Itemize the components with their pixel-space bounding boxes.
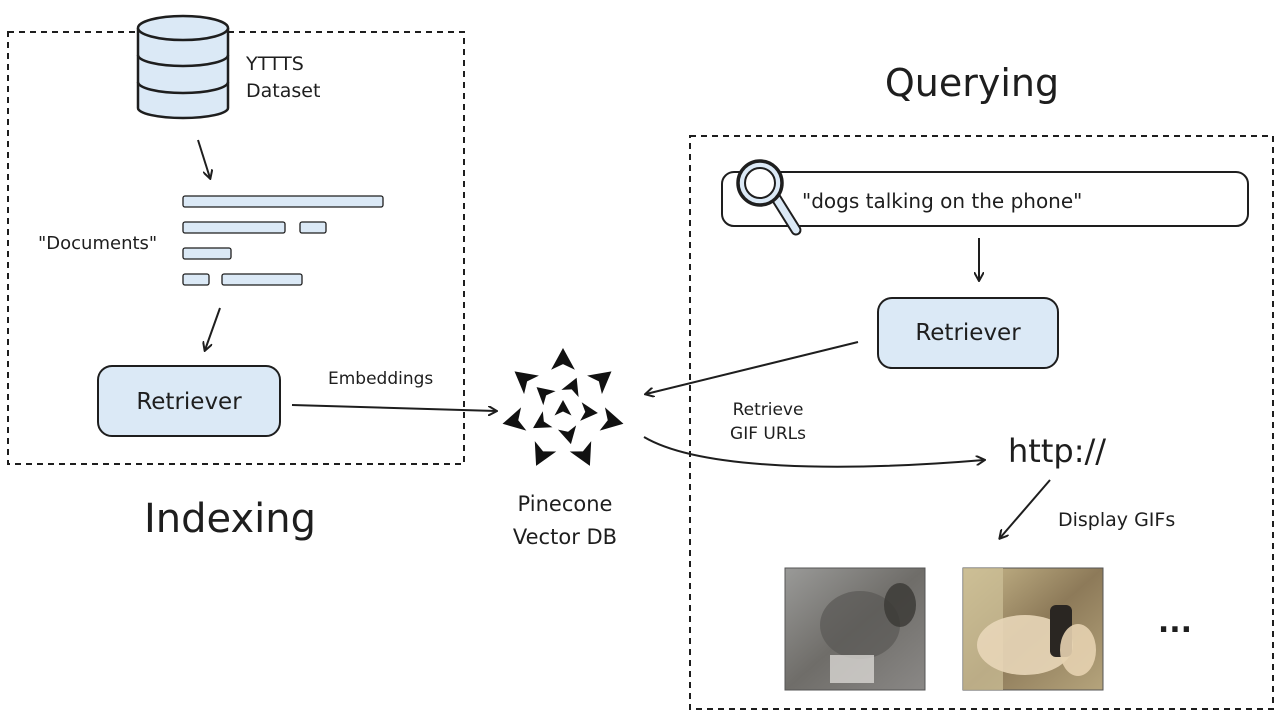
pinecone-logo-icon [502,348,624,466]
display-gifs-label: Display GIFs [1058,509,1175,531]
embeddings-label: Embeddings [328,369,433,389]
magnifier-icon [736,159,802,236]
http-label: http:// [1008,432,1106,470]
arrow-dataset-to-documents [197,139,210,178]
dataset-label-line1: YTTTS [245,53,304,75]
indexing-title: Indexing [144,496,316,542]
documents-label: "Documents" [38,233,157,254]
retrieve-label-line1: Retrieve [733,400,804,420]
retrieve-label-line2: GIF URLs [730,424,806,444]
gif-thumbnail-2[interactable] [962,567,1104,691]
querying-retriever-label: Retriever [915,320,1021,346]
indexing-section: YTTTS Dataset "Documents" Retriever Inde… [7,14,465,542]
arrow-documents-to-retriever [205,307,221,350]
indexing-retriever-box [97,365,281,437]
search-query-text: "dogs talking on the phone" [802,189,1082,213]
pinecone-label-line1: Pinecone [518,492,613,516]
more-gifs-ellipsis: ... [1158,605,1192,640]
dataset-label-line2: Dataset [246,80,320,102]
search-bar[interactable] [721,171,1249,227]
gif-thumbnail-1[interactable] [784,567,926,691]
arrow-embeddings [291,404,496,411]
documents-icon [182,195,384,286]
indexing-frame [7,31,465,465]
querying-retriever-box [877,297,1059,369]
arrow-retriever-to-pinecone [646,341,859,394]
querying-frame [689,135,1274,710]
indexing-retriever-label: Retriever [136,389,242,415]
querying-title: Querying [885,61,1059,105]
querying-section: Querying "dogs talking on the phone" Ret… [689,61,1274,710]
arrow-http-to-gifs [1000,479,1051,538]
arrow-pinecone-to-http [643,436,984,468]
pinecone-label-line2: Vector DB [513,525,617,549]
database-icon [136,14,230,120]
